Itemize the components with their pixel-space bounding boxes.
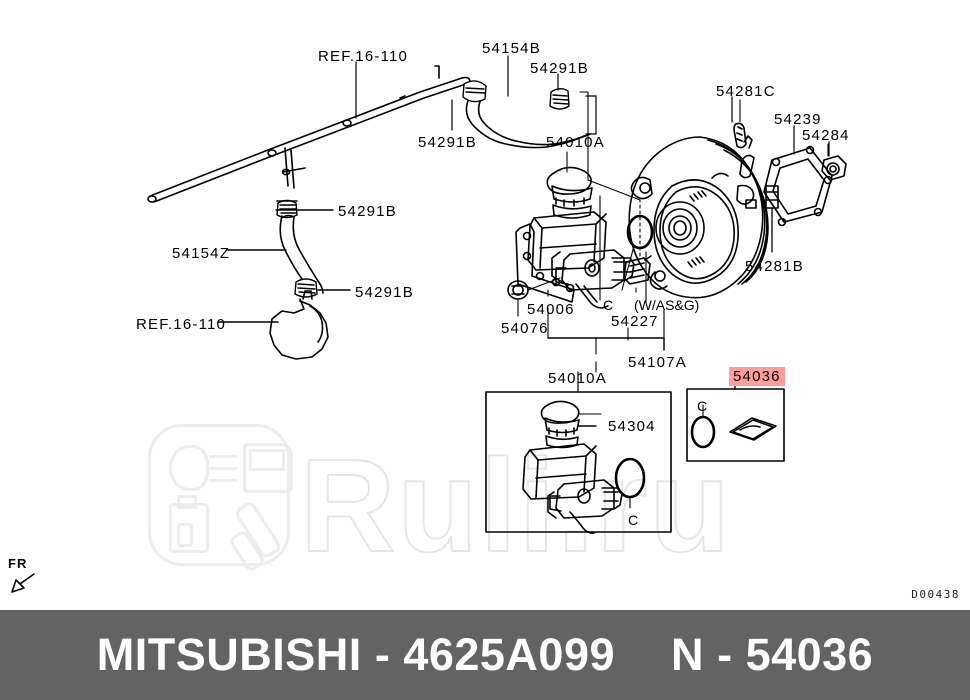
part-label-reservoir-top: 54010A	[546, 134, 605, 151]
front-direction-arrow-icon	[11, 573, 35, 593]
diagram-code: D00438	[911, 588, 960, 601]
part-label-pin-54281b: 54281B	[745, 258, 804, 275]
part-label-ref-top: REF.16-110	[318, 48, 409, 65]
part-label-ref-bottom: REF.16-110	[136, 316, 227, 333]
footer-dash-1: -	[374, 629, 391, 680]
footer-caption: MITSUBISHI - 4625A099 N - 54036	[97, 629, 873, 681]
part-label-assy-54107a: 54107A	[628, 354, 687, 371]
part-label-hose-54154z: 54154Z	[172, 245, 231, 262]
part-label-gasket-54239: 54239	[774, 111, 822, 128]
label-layer: REF.16-110 54154B 54291B 54291B 54010A 54281C…	[136, 40, 850, 528]
part-label-bracket-54006: 54006	[527, 301, 575, 318]
footer-dash-2: -	[717, 629, 733, 680]
diagram-artwork	[147, 55, 847, 534]
footer-brand: MITSUBISHI	[96, 629, 362, 680]
orientation-label: FR	[8, 556, 28, 571]
annotation-ref-c-detail-right: C	[697, 398, 708, 414]
part-label-kit-54036: 54036	[729, 367, 785, 386]
part-label-hose-54154b: 54154B	[482, 40, 541, 57]
part-label-mc-54010a: 54010A	[548, 370, 607, 387]
annotation-ref-c-detail-left: C	[628, 512, 639, 528]
part-label-clamp-a: 54291B	[530, 60, 589, 77]
part-label-clamp-b: 54291B	[418, 134, 477, 151]
footer-group: N	[671, 629, 705, 680]
footer-bar: MITSUBISHI - 4625A099 N - 54036	[0, 610, 970, 700]
footer-part-number: 54036	[745, 629, 874, 680]
annotation-ref-c-booster: C	[603, 297, 614, 313]
part-label-clamp-c: 54291B	[338, 203, 397, 220]
part-label-booster-54227: 54227	[611, 313, 659, 330]
annotation-note-wasg: (W/AS&G)	[634, 297, 700, 313]
footer-catalog-number: 4625A099	[403, 629, 616, 680]
part-label-clamp-d: 54291B	[355, 284, 414, 301]
part-label-seal-54076: 54076	[501, 320, 549, 337]
part-label-valve-54281c: 54281C	[716, 83, 776, 100]
part-label-nut-54284: 54284	[802, 127, 850, 144]
part-label-cap-54304: 54304	[608, 418, 656, 435]
